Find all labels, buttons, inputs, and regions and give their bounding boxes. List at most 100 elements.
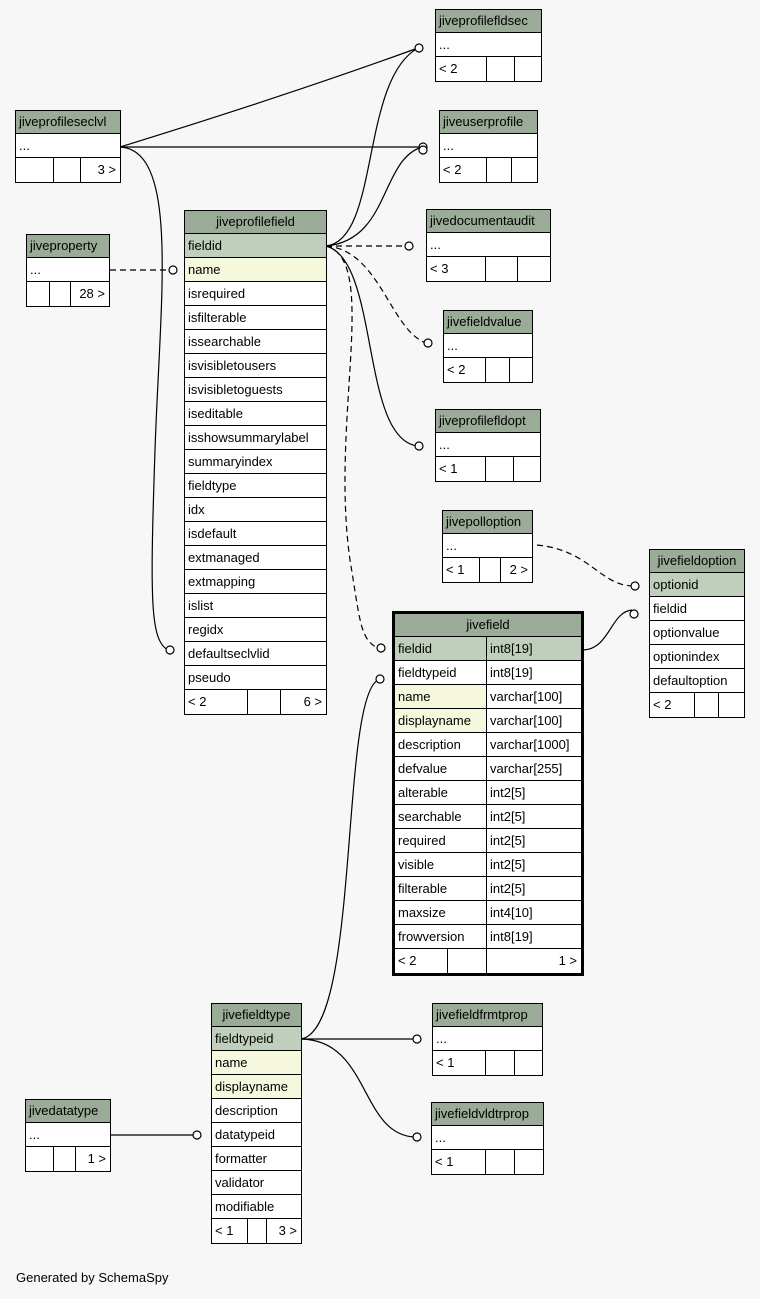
- ellipsis-row: ...: [29, 1127, 40, 1142]
- parents-count: < 2: [439, 61, 458, 76]
- column-defaultoption: defaultoption: [653, 673, 728, 688]
- table-jivepolloption[interactable]: jivepolloption ... < 1 2 >: [442, 510, 533, 583]
- ellipsis-row: ...: [446, 538, 457, 553]
- column-formatter: formatter: [215, 1151, 268, 1166]
- rows-count: [485, 257, 517, 281]
- column-name: filterable: [398, 881, 448, 896]
- ellipsis-row: ...: [443, 138, 454, 153]
- parents-count: < 1: [436, 1055, 455, 1070]
- children-count: 28 >: [70, 282, 109, 306]
- column-name: defvalue: [398, 761, 448, 776]
- table-jivefieldtype[interactable]: jivefieldtype fieldtypeid name displayna…: [211, 1003, 302, 1244]
- column-name: name: [215, 1055, 248, 1070]
- parents-count: < 2: [398, 953, 417, 968]
- table-jiveprofilefield[interactable]: jiveprofilefield fieldid name isrequired…: [184, 210, 327, 715]
- ellipsis-row: ...: [19, 138, 30, 153]
- column-type: int8[19]: [486, 661, 581, 684]
- table-jivedatatype[interactable]: jivedatatype ... 1 >: [25, 1099, 111, 1172]
- ellipsis-row: ...: [435, 1130, 446, 1145]
- column-displayname: displayname: [215, 1079, 288, 1094]
- table-jiveuserprofile[interactable]: jiveuserprofile ... < 2: [439, 110, 538, 183]
- column-fieldtype: fieldtype: [188, 478, 237, 493]
- column-optionvalue: optionvalue: [653, 625, 720, 640]
- ellipsis-row: ...: [436, 1031, 447, 1046]
- table-title: jiveprofilefldopt: [436, 410, 540, 433]
- column-pseudo: pseudo: [188, 670, 231, 685]
- rel-seclvl-fldsec: [119, 47, 419, 148]
- column-type: varchar[100]: [486, 685, 581, 708]
- table-title: jivedatatype: [26, 1100, 110, 1123]
- column-type: int8[19]: [486, 637, 581, 660]
- table-jivefieldvldtrprop[interactable]: jivefieldvldtrprop ... < 1: [431, 1102, 544, 1175]
- rows-count: [247, 690, 280, 714]
- table-jivedocumentaudit[interactable]: jivedocumentaudit ... < 3: [426, 209, 551, 282]
- column-regidx: regidx: [188, 622, 224, 637]
- table-jivefieldfrmtprop[interactable]: jivefieldfrmtprop ... < 1: [432, 1003, 543, 1076]
- rows-count: [53, 158, 80, 182]
- column-islist: islist: [188, 598, 214, 613]
- column-defaultseclvlid: defaultseclvlid: [188, 646, 270, 661]
- parents-count: < 3: [430, 261, 449, 276]
- column-name: searchable: [398, 809, 462, 824]
- column-type: int2[5]: [486, 781, 581, 804]
- column-isfilterable: isfilterable: [188, 310, 247, 325]
- column-name: maxsize: [398, 905, 446, 920]
- rows-count: [485, 1051, 514, 1075]
- table-jiveprofilefldopt[interactable]: jiveprofilefldopt ... < 1: [435, 409, 541, 482]
- column-name: fieldtypeid: [398, 665, 457, 680]
- rows-count: [447, 949, 486, 973]
- rows-count: [694, 693, 718, 717]
- table-title: jivefield: [395, 614, 581, 637]
- children-count: [514, 1150, 543, 1174]
- children-count: [509, 358, 532, 382]
- column-optionindex: optionindex: [653, 649, 720, 664]
- column-description: description: [215, 1103, 278, 1118]
- column-isvisibletousers: isvisibletousers: [188, 358, 277, 373]
- column-name: alterable: [398, 785, 448, 800]
- rows-count: [479, 558, 500, 582]
- table-title: jiveprofileseclvl: [16, 111, 120, 134]
- parents-count: [26, 1147, 53, 1171]
- parents-count: < 2: [443, 162, 462, 177]
- parents-count: < 1: [435, 1154, 454, 1169]
- column-summaryindex: summaryindex: [188, 454, 273, 469]
- column-name: description: [398, 737, 461, 752]
- ellipsis-row: ...: [439, 437, 450, 452]
- table-jiveprofileseclvl[interactable]: jiveprofileseclvl ... 3 >: [15, 110, 121, 183]
- rows-count: [486, 158, 511, 182]
- column-type: varchar[100]: [486, 709, 581, 732]
- column-type: varchar[1000]: [486, 733, 581, 756]
- parents-count: < 1: [446, 562, 465, 577]
- rows-count: [485, 1150, 514, 1174]
- parents-count: < 2: [653, 697, 672, 712]
- rows-count: [247, 1219, 266, 1243]
- rel-profilefield-fldsec: [325, 47, 419, 247]
- children-count: 2 >: [500, 558, 532, 582]
- table-jivefieldoption[interactable]: jivefieldoption optionid fieldid optionv…: [649, 549, 745, 718]
- rows-count: [53, 1147, 75, 1171]
- parents-count: [16, 158, 53, 182]
- rel-fieldtype-field: [300, 679, 379, 1040]
- column-fieldtypeid: fieldtypeid: [215, 1031, 274, 1046]
- table-title: jiveprofilefield: [185, 211, 326, 234]
- children-count: [514, 1051, 542, 1075]
- table-title: jivedocumentaudit: [427, 210, 550, 233]
- column-fieldid: fieldid: [188, 238, 222, 253]
- children-count: [517, 257, 550, 281]
- column-modifiable: modifiable: [215, 1199, 275, 1214]
- rel-polloption-fieldoption: [536, 544, 635, 587]
- table-title: jivefieldvalue: [444, 311, 532, 334]
- column-validator: validator: [215, 1175, 265, 1190]
- rel-profilefield-field: [325, 245, 379, 649]
- table-jiveprofilefldsec[interactable]: jiveprofilefldsec ... < 2: [435, 9, 542, 82]
- column-name: name: [188, 262, 221, 277]
- ellipsis-row: ...: [30, 262, 41, 277]
- column-isshowsummarylabel: isshowsummarylabel: [188, 430, 309, 445]
- column-isdefault: isdefault: [188, 526, 237, 541]
- column-type: int4[10]: [486, 901, 581, 924]
- rel-seclvl-profilefield: [119, 146, 169, 651]
- generated-by-footer: Generated by SchemaSpy: [16, 1270, 169, 1285]
- table-jiveproperty[interactable]: jiveproperty ... 28 >: [26, 234, 110, 307]
- table-jivefieldvalue[interactable]: jivefieldvalue ... < 2: [443, 310, 533, 383]
